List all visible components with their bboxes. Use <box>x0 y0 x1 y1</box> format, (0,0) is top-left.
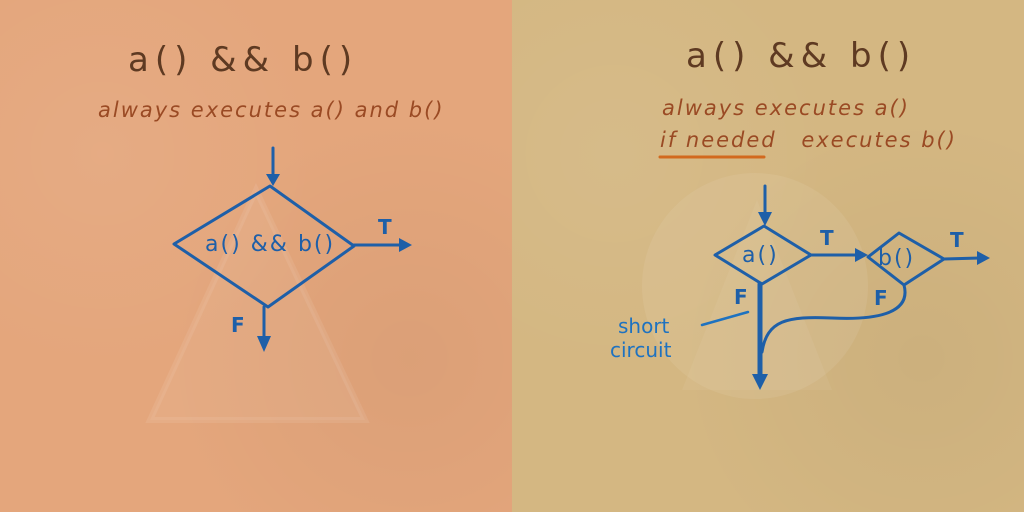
b-false-label: F <box>874 286 888 310</box>
b-true-arrow <box>942 256 982 261</box>
a-false-arrow-head-icon <box>752 374 768 390</box>
left-diamond-label: a() && b() <box>205 232 336 257</box>
b-true-label: T <box>950 228 964 252</box>
left-false-label: F <box>231 313 245 337</box>
note-line2: circuit <box>610 338 672 362</box>
diamond-b-label: b() <box>878 246 916 271</box>
entry-arrow-head-icon <box>266 174 280 186</box>
short-circuit-pointer <box>700 310 750 327</box>
entry-arrow-head-icon <box>758 212 772 226</box>
short-circuit-note: short circuit <box>610 314 671 362</box>
left-flowchart <box>145 146 412 423</box>
true-arrow-head-icon <box>399 238 412 252</box>
left-subtitle: always executes a() and b() <box>98 98 445 122</box>
b-false-path <box>760 283 907 354</box>
paper-texture <box>0 0 512 512</box>
right-line1: always executes a() <box>662 96 910 120</box>
right-panel: a() && b() always executes a() if needed… <box>512 0 1024 512</box>
right-line2-rest: executes b() <box>801 128 957 152</box>
left-true-label: T <box>378 215 392 239</box>
a-true-label: T <box>820 226 834 250</box>
watermark-triangle-icon <box>682 200 832 390</box>
right-line2-emphasis: if needed <box>660 128 777 152</box>
decision-diamond <box>172 184 356 309</box>
a-false-label: F <box>734 285 748 309</box>
b-true-arrow-head-icon <box>977 251 990 265</box>
note-line1: short <box>618 314 670 338</box>
right-title: a() && b() <box>686 36 917 76</box>
false-arrow-head-icon <box>257 336 271 352</box>
diamond-a-label: a() <box>742 243 779 268</box>
a-true-arrow-head-icon <box>855 248 868 262</box>
watermark-triangle-icon <box>145 182 370 423</box>
left-title: a() && b() <box>128 40 359 80</box>
right-line2: if needed executes b() <box>660 128 957 152</box>
watermark-circle-icon <box>642 173 868 399</box>
left-panel: a() && b() always executes a() and b() a… <box>0 0 512 512</box>
right-flowchart <box>642 155 990 399</box>
